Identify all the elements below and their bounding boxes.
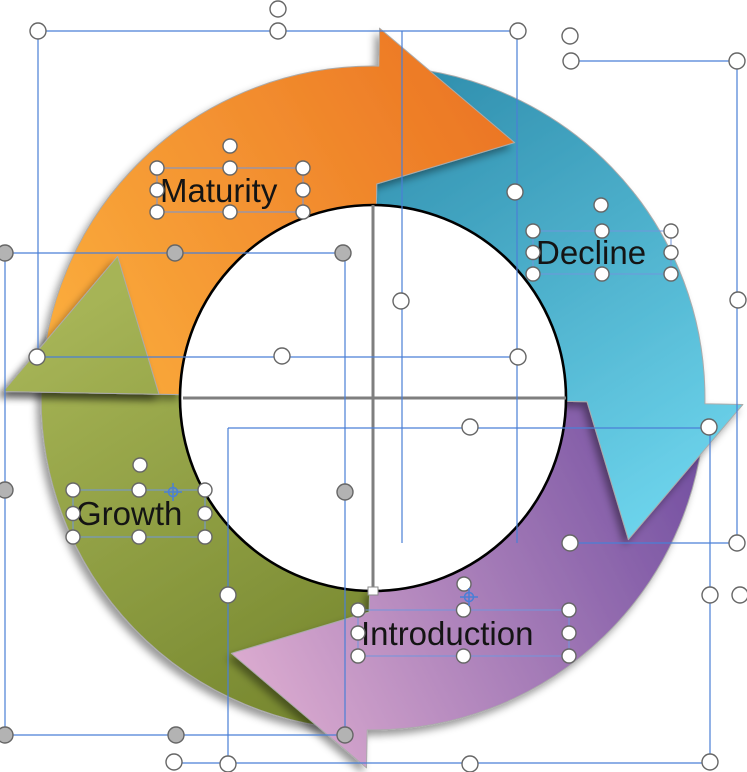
label-decline-text: Decline xyxy=(536,234,647,271)
label-growth[interactable]: Growth xyxy=(73,490,208,537)
label-maturity[interactable]: Maturity xyxy=(157,168,306,212)
label-decline[interactable]: Decline xyxy=(533,231,674,274)
label-maturity-text: Maturity xyxy=(160,171,278,209)
label-growth-text: Growth xyxy=(76,495,183,532)
line-endpoint-handle[interactable] xyxy=(367,586,379,596)
label-introduction[interactable]: Introduction xyxy=(358,610,572,656)
label-introduction-text: Introduction xyxy=(361,614,534,652)
